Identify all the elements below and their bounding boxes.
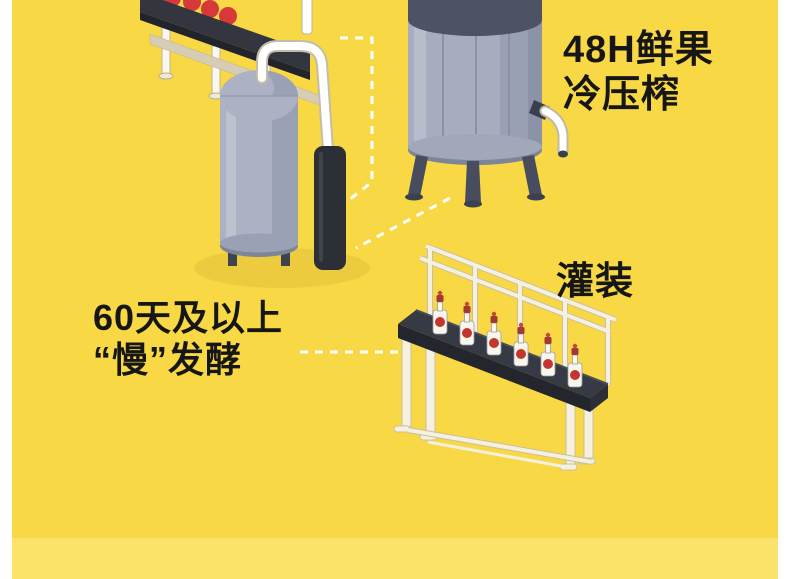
bottle — [540, 332, 556, 377]
bottle — [567, 343, 583, 388]
label-fermentation-line1: 60天及以上 — [93, 297, 284, 338]
filling-braces — [407, 427, 593, 470]
left-white-margin — [0, 0, 12, 579]
press-tank-feet — [405, 193, 545, 208]
press-tank-seams — [442, 32, 510, 148]
filling-railing — [418, 243, 618, 385]
press-tank-legs — [408, 155, 542, 203]
bottle-filling-line — [393, 243, 618, 471]
ferment-tank-legs — [228, 248, 290, 266]
dashed-line-tank-to-shadow — [355, 196, 451, 250]
footer-color-band — [12, 538, 778, 579]
label-cold-press-line2: 冷压榨 — [563, 73, 681, 116]
label-fermentation-line2: “慢”发酵 — [93, 339, 243, 381]
right-white-margin — [778, 0, 790, 579]
bottle — [432, 290, 448, 335]
yellow-background — [12, 0, 778, 579]
condenser-column — [314, 146, 346, 270]
pipe-opening — [558, 150, 568, 158]
flow-dashed-lines — [300, 36, 451, 354]
bottle — [459, 301, 475, 346]
cold-press-tank — [405, 0, 569, 208]
label-cold-press: 48H鲜果 冷压榨 — [563, 28, 714, 118]
transfer-pipe — [258, 42, 332, 154]
filling-belt-top — [398, 310, 608, 398]
press-tank-outlet-pipe — [541, 107, 567, 156]
drop-pipe — [301, 0, 313, 35]
dashed-line-press-to-ferment — [335, 36, 374, 212]
filling-belt-front — [398, 324, 590, 412]
label-filling: 灌装 — [556, 261, 635, 303]
press-tank-top-band — [408, 0, 542, 36]
bottle — [513, 322, 529, 367]
label-cold-press-line1: 48H鲜果 — [563, 29, 714, 71]
label-fermentation: 60天及以上 “慢”发酵 — [93, 297, 283, 382]
bottles — [432, 290, 583, 388]
filling-belt-end — [590, 384, 608, 412]
fermentation-tank — [220, 40, 346, 270]
bottle — [486, 311, 502, 356]
press-tank-rim-light — [408, 134, 542, 160]
